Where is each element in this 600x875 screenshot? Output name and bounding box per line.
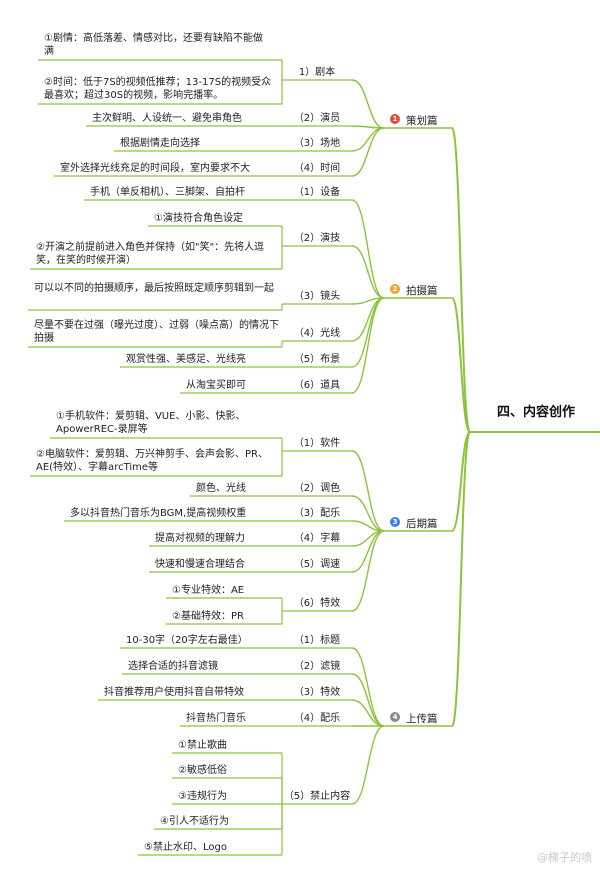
child-connector <box>351 199 385 299</box>
watermark: @梯子的喷 <box>537 851 592 864</box>
leaf-node-label[interactable]: ①演技符合角色设定 <box>154 213 243 224</box>
child-connector <box>351 647 385 727</box>
leaf-node-label[interactable]: 观赏性强、美感足、光线亮 <box>126 354 246 365</box>
section-connector <box>451 297 471 433</box>
leaf-node-label[interactable]: 快速和慢速合理结合 <box>155 559 245 570</box>
section-badge-icon: 3 <box>390 517 400 527</box>
leaf-node-label[interactable]: 根据剧情走向选择 <box>120 138 200 149</box>
leaf-node-label[interactable]: ②敏感低俗 <box>178 765 227 776</box>
child-node-label[interactable]: （2）调色 <box>293 483 341 494</box>
leaf-node-label[interactable]: ②开演之前提前进入角色并保持（如"笑"：先将人逗笑，在笑的时候开演） <box>36 242 265 266</box>
section-connector <box>451 431 471 532</box>
leaf-node-label[interactable]: 选择合适的抖音滤镜 <box>128 661 218 672</box>
child-node-label[interactable]: （1）软件 <box>293 438 341 449</box>
leaf-node-label[interactable]: 抖音推荐用户使用抖音自带特效 <box>104 687 244 698</box>
section-badge-icon: 2 <box>390 284 400 294</box>
leaf-node-label[interactable]: ②基础特效：PR <box>172 611 244 622</box>
child-node-label[interactable]: （5）禁止内容 <box>283 791 351 802</box>
child-connector <box>351 699 385 727</box>
child-connector <box>351 725 385 805</box>
child-connector <box>351 245 385 299</box>
child-node-label[interactable]: （6）道具 <box>293 380 341 391</box>
child-connector <box>351 79 385 129</box>
leaf-node-label[interactable]: ①手机软件：爱剪辑、VUE、小影、快影、ApowerREC-录屏等 <box>56 411 246 435</box>
section-connector <box>451 127 471 433</box>
child-node-label[interactable]: （2）演技 <box>293 233 341 244</box>
leaf-node-label[interactable]: 从淘宝买即可 <box>186 380 246 391</box>
leaf-node-label[interactable]: 颜色、光线 <box>196 483 246 494</box>
leaf-node-label[interactable]: ①禁止歌曲 <box>178 740 227 751</box>
leaf-node-label[interactable]: ③违规行为 <box>178 791 227 802</box>
child-node-label[interactable]: （6）特效 <box>293 598 341 609</box>
leaf-node-label[interactable]: 主次鲜明、人设统一、避免串角色 <box>92 113 242 124</box>
child-node-label[interactable]: （2）演员 <box>293 113 341 124</box>
section-title[interactable]: 后期篇 <box>406 518 438 530</box>
child-node-label[interactable]: （4）光线 <box>293 328 341 339</box>
child-node-label[interactable]: （3）特效 <box>293 687 341 698</box>
child-connector <box>351 530 385 612</box>
leaf-node-label[interactable]: 多以抖音热门音乐为BGM,提高视频权重 <box>70 508 247 519</box>
child-node-label[interactable]: （5）布景 <box>293 354 341 365</box>
leaf-node-label[interactable]: ②电脑软件：爱剪辑、万兴神剪手、会声会影、PR、AE(特效）、字幕arcTime… <box>36 449 268 473</box>
section-badge-icon: 4 <box>390 712 400 722</box>
child-node-label[interactable]: （3）场地 <box>293 138 341 149</box>
child-node-label[interactable]: （5）调速 <box>293 559 341 570</box>
leaf-node-label[interactable]: ①剧情：高低落差、情感对比，还要有缺陷不能做满 <box>44 33 263 57</box>
child-node-label[interactable]: （1）标题 <box>293 635 341 646</box>
child-connector <box>351 450 385 532</box>
leaf-node-label[interactable]: ⑤禁止水印、Logo <box>144 842 227 853</box>
root-node[interactable]: 四、内容创作 <box>496 405 575 420</box>
leaf-node-label[interactable]: 提高对视频的理解力 <box>155 533 245 544</box>
section-badge-icon: 1 <box>390 114 400 124</box>
child-node-label[interactable]: （4）时间 <box>293 163 341 174</box>
leaf-node-label[interactable]: 10-30字（20字左右最佳） <box>126 635 248 646</box>
child-node-label[interactable]: 1）剧本 <box>298 67 336 78</box>
leaf-node-label[interactable]: 尽量不要在过强（曝光过度）、过弱（噪点高）的情况下拍摄 <box>34 320 279 344</box>
leaf-node-label[interactable]: 室外选择光线充足的时间段，室内要求不大 <box>60 163 250 174</box>
child-node-label[interactable]: （4）配乐 <box>293 713 341 724</box>
child-node-label[interactable]: （4）字幕 <box>293 533 341 544</box>
leaf-node-label[interactable]: ④引人不适行为 <box>160 816 229 827</box>
section-title[interactable]: 上传篇 <box>406 713 438 725</box>
section-title[interactable]: 策划篇 <box>406 115 438 127</box>
child-connector <box>351 297 385 394</box>
section-title[interactable]: 拍摄篇 <box>406 285 438 297</box>
leaf-node-label[interactable]: ①专业特效：AE <box>172 585 245 596</box>
leaf-node-label[interactable]: 抖音热门音乐 <box>186 713 246 724</box>
leaf-node-label[interactable]: ②时间：低于7S的视频低推荐；13-17S的视频受众最喜欢；超过30S的视频，影… <box>44 77 272 101</box>
child-node-label[interactable]: （1）设备 <box>293 187 341 198</box>
leaf-node-label[interactable]: 手机（单反相机）、三脚架、自拍杆 <box>90 187 245 198</box>
child-connector <box>351 127 385 177</box>
child-node-label[interactable]: （2）滤镜 <box>293 661 341 672</box>
child-node-label[interactable]: （3）配乐 <box>293 508 341 519</box>
section-connector <box>451 431 471 727</box>
leaf-node-label[interactable]: 可以以不同的拍摄顺序，最后按照既定顺序剪辑到一起 <box>34 283 274 294</box>
child-node-label[interactable]: （3）镜头 <box>293 291 341 302</box>
